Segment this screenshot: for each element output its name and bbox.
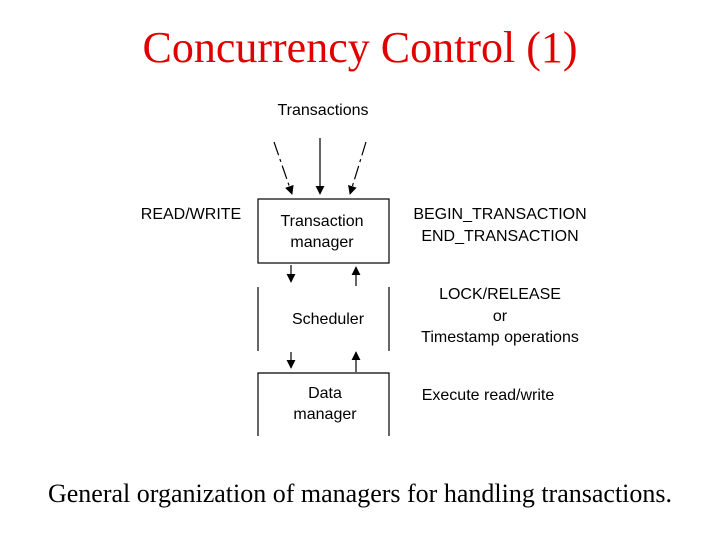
transaction-manager-label-line2: manager — [290, 234, 354, 251]
execute-read-write-label: Execute read/write — [422, 387, 555, 404]
read-write-label: READ/WRITE — [141, 206, 241, 223]
data-manager-label-line2: manager — [293, 406, 357, 423]
transactions-label: Transactions — [278, 102, 369, 119]
data-manager-box — [257, 372, 390, 436]
begin-transaction-label: BEGIN_TRANSACTION — [413, 206, 586, 223]
figure-caption: General organization of managers for han… — [47, 479, 673, 508]
data-manager-label-line1: Data — [308, 385, 342, 402]
transaction-manager-box — [257, 198, 390, 264]
transaction-arrow-right — [348, 141, 367, 195]
lock-release-label: LOCK/RELEASE — [439, 286, 561, 303]
end-transaction-label: END_TRANSACTION — [421, 228, 578, 245]
transaction-manager-label-line1: Transaction — [281, 213, 364, 230]
timestamp-operations-label: Timestamp operations — [421, 329, 579, 346]
slide-title: Concurrency Control (1) — [142, 23, 578, 72]
scheduler-label: Scheduler — [292, 311, 365, 328]
transaction-arrow-left — [273, 141, 294, 195]
or-label: or — [493, 308, 508, 325]
